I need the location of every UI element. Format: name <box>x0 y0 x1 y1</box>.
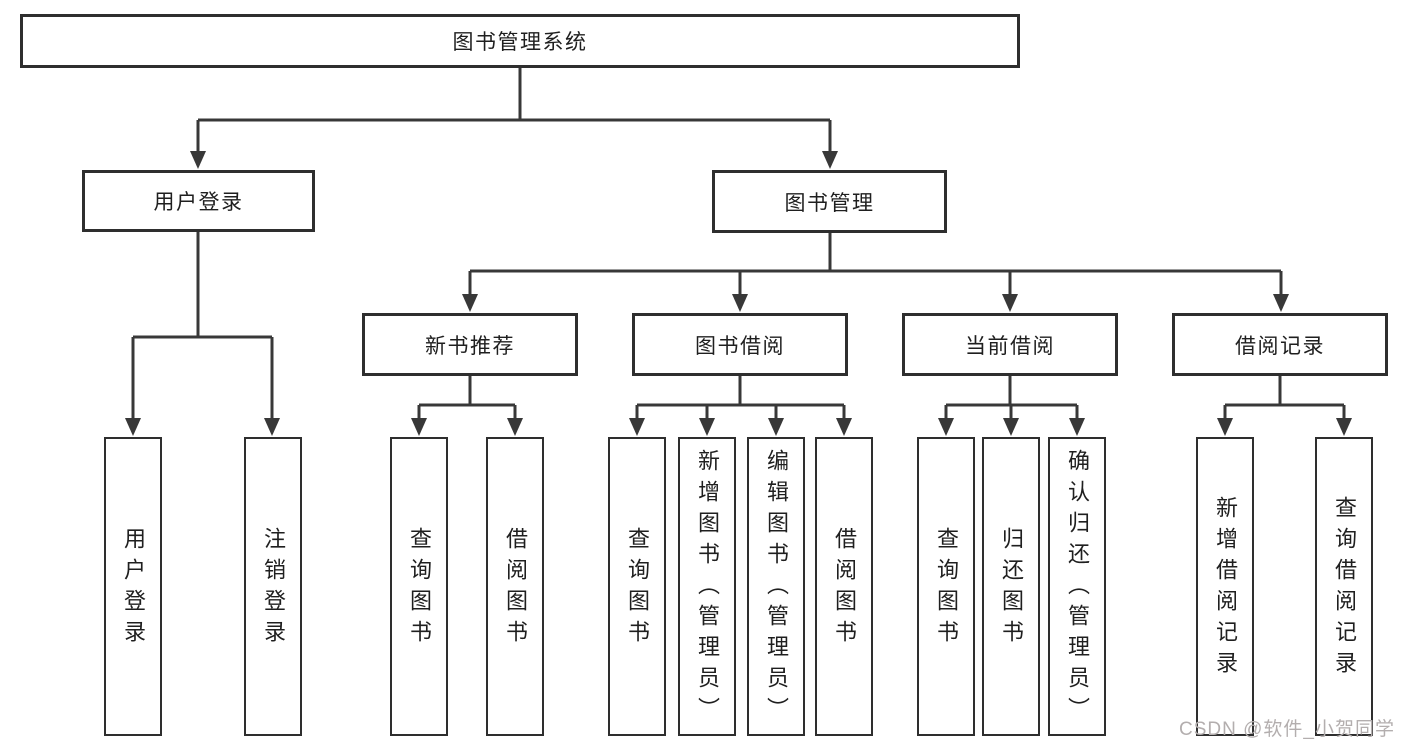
leaf-return-books: 归还图书 <box>982 437 1040 736</box>
leaf-edit-book-admin: 编辑图书（管理员） <box>747 437 805 736</box>
leaf-query-books-current: 查询图书 <box>917 437 975 736</box>
leaf-borrow-books-recommend: 借阅图书 <box>486 437 544 736</box>
leaf-add-book-admin: 新增图书（管理员） <box>678 437 736 736</box>
node-library-management-system: 图书管理系统 <box>20 14 1020 68</box>
leaf-query-books-recommend: 查询图书 <box>390 437 448 736</box>
node-borrowing-records: 借阅记录 <box>1172 313 1388 376</box>
leaf-add-borrow-record: 新增借阅记录 <box>1196 437 1254 736</box>
leaf-query-books-borrowing: 查询图书 <box>608 437 666 736</box>
leaf-user-login: 用户登录 <box>104 437 162 736</box>
leaf-query-borrow-record: 查询借阅记录 <box>1315 437 1373 736</box>
leaf-confirm-return-admin: 确认归还（管理员） <box>1048 437 1106 736</box>
node-current-borrowing: 当前借阅 <box>902 313 1118 376</box>
node-book-borrowing: 图书借阅 <box>632 313 848 376</box>
leaf-borrow-books-borrowing: 借阅图书 <box>815 437 873 736</box>
node-user-login-branch: 用户登录 <box>82 170 315 232</box>
leaf-logout: 注销登录 <box>244 437 302 736</box>
node-book-management-branch: 图书管理 <box>712 170 947 233</box>
csdn-watermark: CSDN @软件_小贺同学 <box>1179 719 1395 740</box>
node-new-book-recommendation: 新书推荐 <box>362 313 578 376</box>
